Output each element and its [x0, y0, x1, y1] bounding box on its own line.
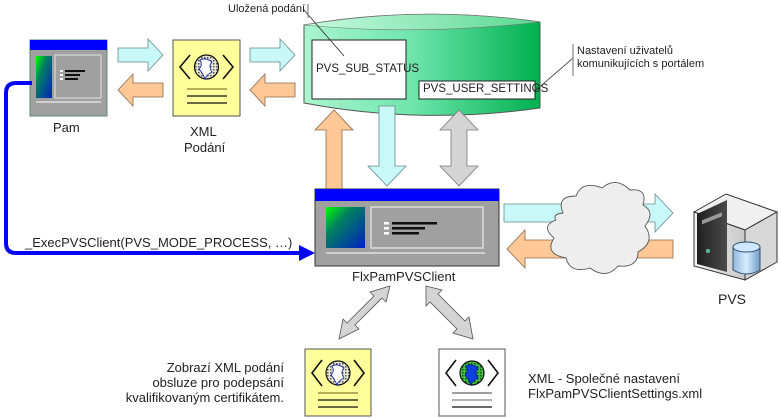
pam-app-icon: [29, 39, 108, 117]
callout-line-saved: [303, 9, 345, 57]
settings-doc-text-line1: XML - Společné nastavení: [528, 371, 680, 386]
xml-submission-doc-icon: [172, 39, 241, 117]
arrow-xml-to-pam: [117, 72, 164, 108]
arrow-pam-to-xml: [117, 37, 164, 73]
call-arrowhead: [299, 245, 315, 261]
signing-doc-text-line3: kvalifikovaným certifikátem.: [125, 390, 284, 405]
client-app-icon: [314, 188, 500, 267]
exec-call-label: _ExecPVSClient(PVS_MODE_PROCESS, …): [25, 235, 293, 250]
signing-doc-text-line1: Zobrazí XML podání: [166, 360, 284, 375]
signing-doc-text-line2: obsluze pro podepsání: [152, 375, 284, 390]
database-cylinder-icon: [303, 13, 541, 116]
table-pvs-user-settings: PVS_USER_SETTINGS: [423, 83, 549, 95]
client-label: FlxPamPVSClient: [352, 269, 456, 284]
arrow-client-to-db: [314, 109, 354, 191]
arrow-client-settings-doc-bidirectional: [425, 285, 474, 340]
callout-saved-submissions: Uložená podání: [228, 3, 306, 15]
arrow-client-signing-doc-bidirectional: [338, 285, 391, 340]
call-connector-line: [4, 81, 300, 255]
callout-settings-line2: komunikujících s portálem: [577, 58, 705, 70]
xml-submission-label-line2: Podání: [184, 140, 226, 155]
xml-submission-label-line1: XML: [190, 124, 217, 139]
pam-label: Pam: [53, 120, 80, 135]
arrow-db-to-xml: [249, 72, 296, 108]
server-icon: [692, 193, 779, 281]
arrow-xml-to-db: [249, 37, 296, 73]
server-label: PVS: [718, 291, 747, 307]
callout-settings-line1: Nastavení uživatelů: [577, 45, 673, 57]
signing-xml-doc-icon: [304, 348, 372, 417]
callout-line-settings: [534, 57, 574, 92]
settings-xml-doc-icon: [438, 348, 506, 417]
settings-doc-text-line2: FlxPamPVSClientSettings.xml: [528, 386, 703, 401]
arrow-db-to-client: [367, 105, 407, 187]
table-pvs-sub-status: PVS_SUB_STATUS: [316, 63, 420, 75]
cloud-icon: [547, 182, 651, 274]
arrow-db-client-bidirectional: [439, 109, 479, 187]
